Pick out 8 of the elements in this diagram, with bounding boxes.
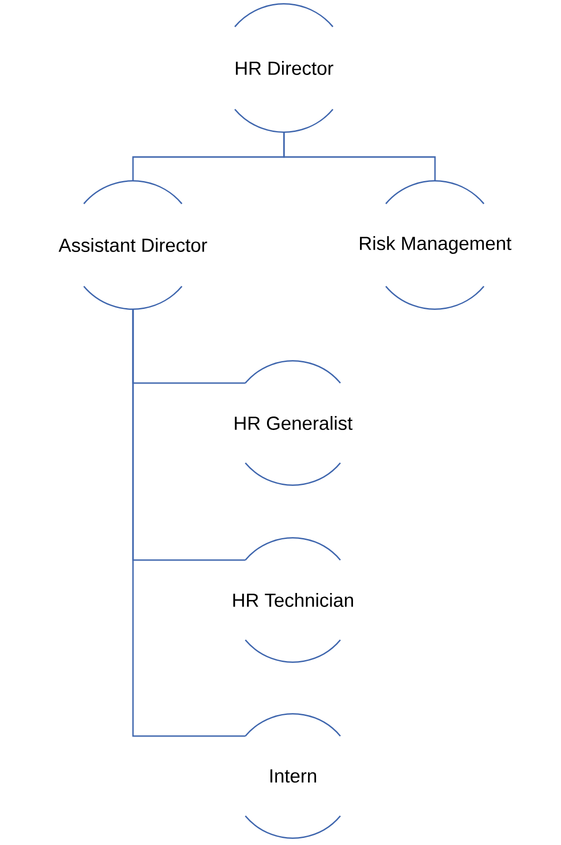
- position-node: Risk Management: [360, 180, 512, 310]
- position-node: HR Generalist: [234, 360, 352, 486]
- position-node: Assistant Director: [58, 180, 208, 310]
- position-node: Intern: [244, 713, 341, 839]
- position-node: HR Technician: [233, 537, 353, 663]
- connector-line: [283, 132, 436, 181]
- connector-line: [132, 309, 246, 737]
- position-node: HR Director: [234, 3, 334, 133]
